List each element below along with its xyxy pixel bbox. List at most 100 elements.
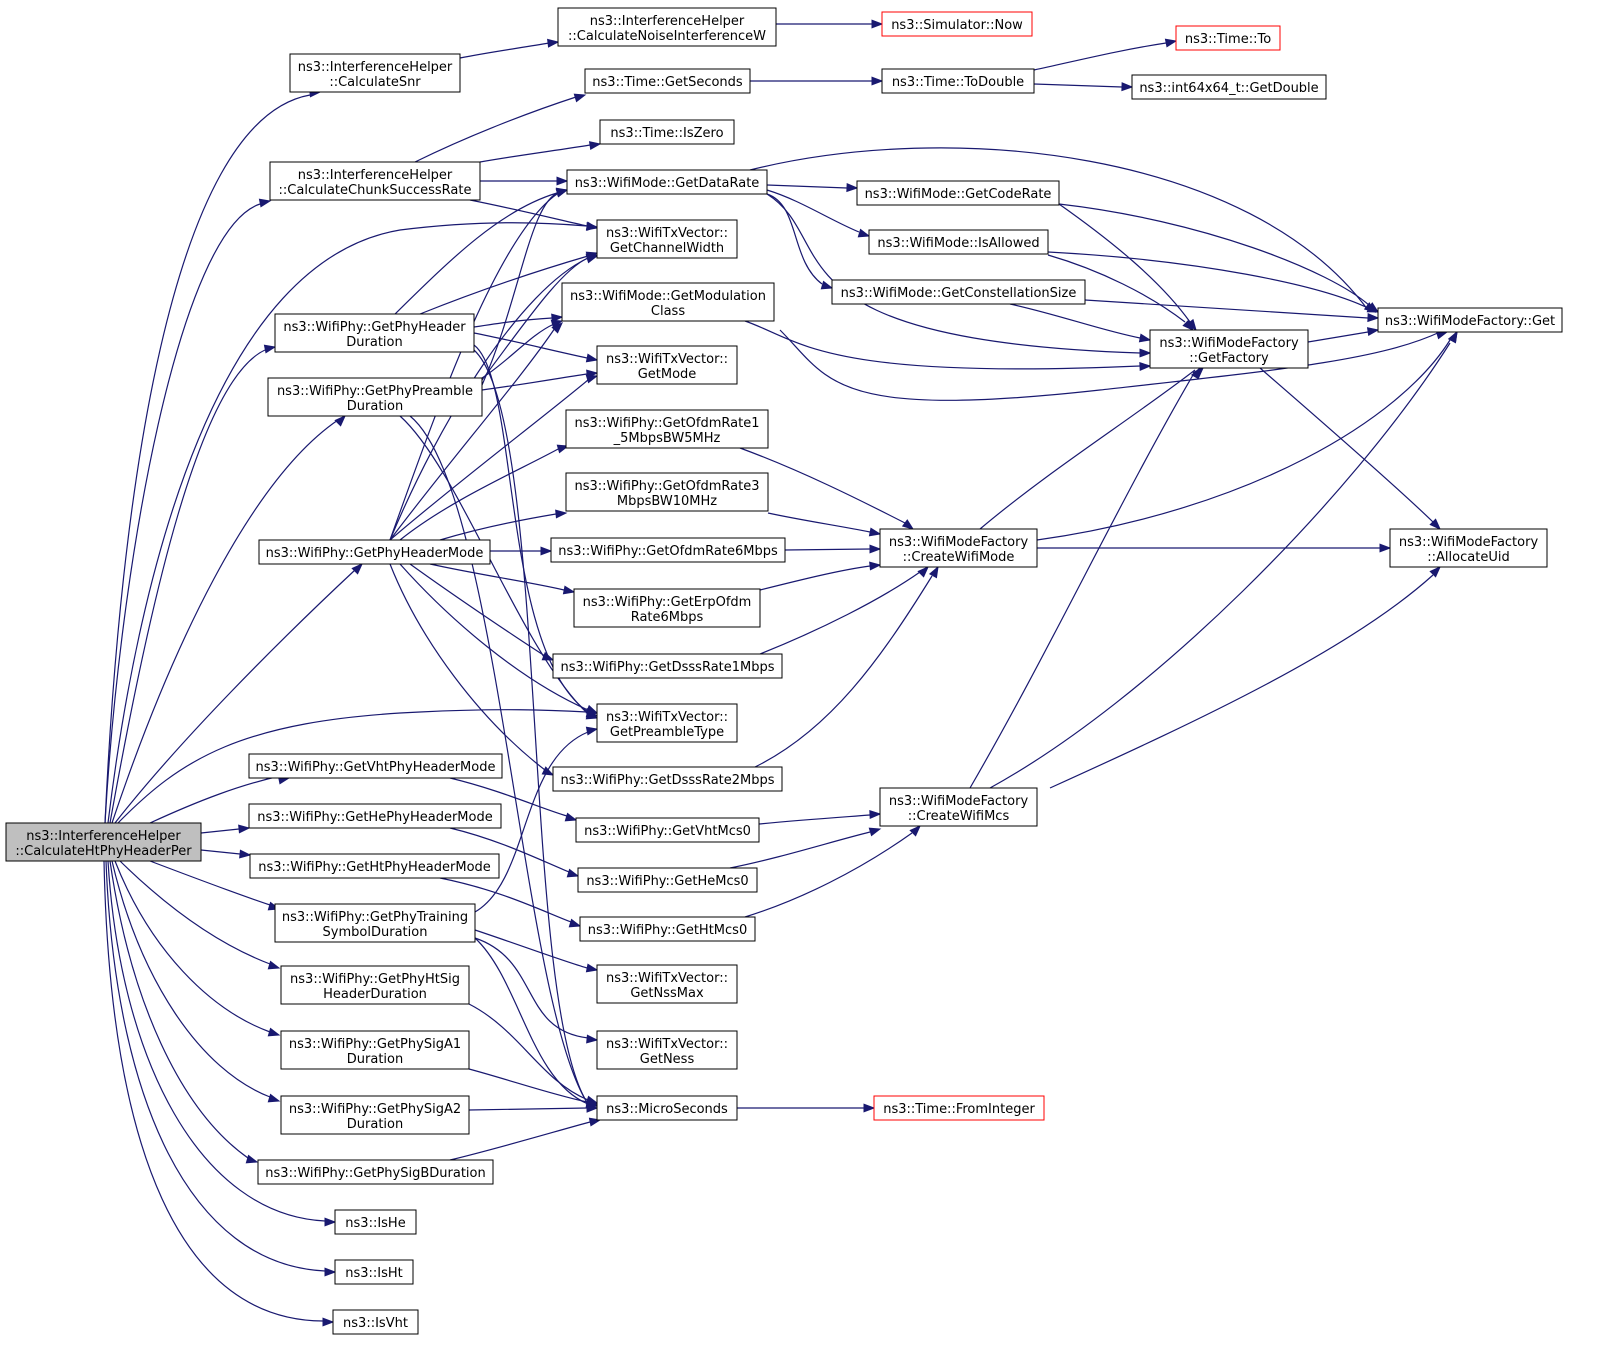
node-createMode[interactable]: ns3::WifiModeFactory::CreateWifiMode: [879, 528, 1038, 568]
node-ofdm15[interactable]: ns3::WifiPhy::GetOfdmRate1_5MbpsBW5MHz: [565, 409, 769, 449]
node-box: [565, 409, 769, 449]
node-dsss1[interactable]: ns3::WifiPhy::GetDsssRate1Mbps: [552, 653, 783, 679]
node-box: [552, 766, 783, 792]
node-vhtHdr[interactable]: ns3::WifiPhy::GetVhtPhyHeaderMode: [248, 753, 503, 779]
node-box: [557, 7, 777, 47]
node-constSize[interactable]: ns3::WifiMode::GetConstellationSize: [831, 279, 1086, 305]
node-htHdr[interactable]: ns3::WifiPhy::GetHtPhyHeaderMode: [249, 853, 500, 879]
call-edge: [766, 193, 1152, 358]
call-edge: [449, 1117, 602, 1161]
call-edge: [449, 777, 578, 822]
call-edge: [200, 849, 252, 859]
node-allocUid[interactable]: ns3::WifiModeFactory::AllocateUid: [1389, 528, 1548, 568]
node-calcNoise[interactable]: ns3::InterferenceHelper::CalculateNoiseI…: [557, 7, 777, 47]
node-isHt[interactable]: ns3::IsHt: [334, 1259, 414, 1285]
node-box: [873, 1095, 1045, 1121]
node-getSeconds[interactable]: ns3::Time::GetSeconds: [584, 68, 751, 94]
node-training[interactable]: ns3::WifiPhy::GetPhyTrainingSymbolDurati…: [274, 903, 476, 943]
node-isAllowed[interactable]: ns3::WifiMode::IsAllowed: [868, 229, 1049, 255]
node-label: ns3::WifiPhy::GetHtPhyHeaderMode: [258, 860, 491, 875]
call-edge: [200, 824, 251, 834]
node-box: [856, 180, 1060, 206]
node-label: Class: [651, 304, 685, 319]
node-label: GetMode: [638, 367, 697, 382]
node-phyHdrMode[interactable]: ns3::WifiPhy::GetPhyHeaderMode: [258, 539, 491, 565]
node-simNow[interactable]: ns3::Simulator::Now: [881, 11, 1033, 37]
node-htMcs0[interactable]: ns3::WifiPhy::GetHtMcs0: [579, 916, 756, 942]
node-calcChunk[interactable]: ns3::InterferenceHelper::CalculateChunkS…: [269, 161, 481, 201]
node-label: GetChannelWidth: [610, 241, 724, 256]
node-label: Duration: [347, 1052, 403, 1067]
call-edge: [744, 320, 1152, 372]
node-box: [269, 161, 481, 201]
node-label: ns3::WifiPhy::GetPhyHeaderMode: [266, 546, 484, 561]
node-label: ns3::WifiMode::GetConstellationSize: [841, 286, 1077, 301]
node-label: ns3::WifiModeFactory: [889, 794, 1029, 809]
node-micro[interactable]: ns3::MicroSeconds: [596, 1095, 738, 1121]
node-heHdr[interactable]: ns3::WifiPhy::GetHePhyHeaderMode: [248, 803, 502, 829]
node-txGetMode[interactable]: ns3::WifiTxVector::GetMode: [596, 345, 738, 385]
node-box: [258, 539, 491, 565]
node-label: ns3::WifiTxVector::: [606, 226, 728, 241]
node-getFactory[interactable]: ns3::WifiModeFactory::GetFactory: [1149, 329, 1309, 369]
node-factGet[interactable]: ns3::WifiModeFactory::Get: [1377, 307, 1563, 333]
node-box: [280, 1095, 470, 1135]
node-label: ns3::IsHe: [345, 1216, 405, 1231]
call-edge: [114, 563, 363, 824]
node-getCodeRate[interactable]: ns3::WifiMode::GetCodeRate: [856, 180, 1060, 206]
node-isHe[interactable]: ns3::IsHe: [334, 1209, 417, 1235]
node-label: ns3::WifiTxVector::: [606, 710, 728, 725]
node-box: [579, 916, 756, 942]
node-box: [596, 1030, 738, 1070]
node-label: ns3::WifiTxVector::: [606, 971, 728, 986]
node-isVht[interactable]: ns3::IsVht: [332, 1309, 419, 1335]
node-box: [248, 803, 502, 829]
call-edge: [754, 565, 939, 768]
node-dsss2[interactable]: ns3::WifiPhy::GetDsssRate2Mbps: [552, 766, 783, 792]
node-box: [257, 1159, 494, 1185]
node-isZero[interactable]: ns3::Time::IsZero: [599, 119, 735, 145]
call-edge: [480, 176, 569, 186]
node-chanWidth[interactable]: ns3::WifiTxVector::GetChannelWidth: [596, 219, 738, 259]
call-edge: [737, 1103, 876, 1113]
node-label: ns3::WifiPhy::GetPhyHeader: [283, 320, 466, 335]
node-getDataRate[interactable]: ns3::WifiMode::GetDataRate: [566, 169, 768, 195]
node-box: [584, 68, 751, 94]
node-box: [831, 279, 1086, 305]
node-box: [881, 68, 1035, 94]
call-edge: [389, 374, 599, 541]
node-label: ns3::WifiModeFactory: [889, 535, 1029, 550]
call-edge: [389, 188, 569, 541]
node-ofdm6[interactable]: ns3::WifiPhy::GetOfdmRate6Mbps: [550, 537, 786, 563]
node-heMcs0[interactable]: ns3::WifiPhy::GetHeMcs0: [577, 867, 758, 893]
node-toDouble[interactable]: ns3::Time::ToDouble: [881, 68, 1035, 94]
call-edge: [969, 366, 1201, 789]
node-label: ns3::WifiModeFactory::Get: [1385, 314, 1555, 329]
call-edge: [439, 877, 582, 928]
node-sigB[interactable]: ns3::WifiPhy::GetPhySigBDuration: [257, 1159, 494, 1185]
node-fromInt[interactable]: ns3::Time::FromInteger: [873, 1095, 1045, 1121]
node-preType[interactable]: ns3::WifiTxVector::GetPreambleType: [596, 703, 738, 743]
call-edge: [1058, 203, 1380, 313]
node-ness[interactable]: ns3::WifiTxVector::GetNess: [596, 1030, 738, 1070]
node-timeTo[interactable]: ns3::Time::To: [1175, 25, 1281, 51]
call-edge: [109, 344, 277, 824]
call-edge: [1047, 254, 1194, 331]
node-root[interactable]: ns3::InterferenceHelper::CalculateHtPhyH…: [5, 822, 202, 862]
node-getDouble[interactable]: ns3::int64x64_t::GetDouble: [1131, 74, 1327, 100]
node-vhtMcs0[interactable]: ns3::WifiPhy::GetVhtMcs0: [575, 817, 760, 843]
node-nssMax[interactable]: ns3::WifiTxVector::GetNssMax: [596, 964, 738, 1004]
node-calcSnr[interactable]: ns3::InterferenceHelper::CalculateSnr: [289, 53, 461, 93]
node-label: ns3::WifiPhy::GetPhyHtSig: [290, 972, 460, 987]
call-edge: [481, 319, 564, 379]
node-createMcs[interactable]: ns3::WifiModeFactory::CreateWifiMcs: [879, 787, 1038, 827]
node-label: ::CalculateHtPhyHeaderPer: [15, 844, 192, 859]
